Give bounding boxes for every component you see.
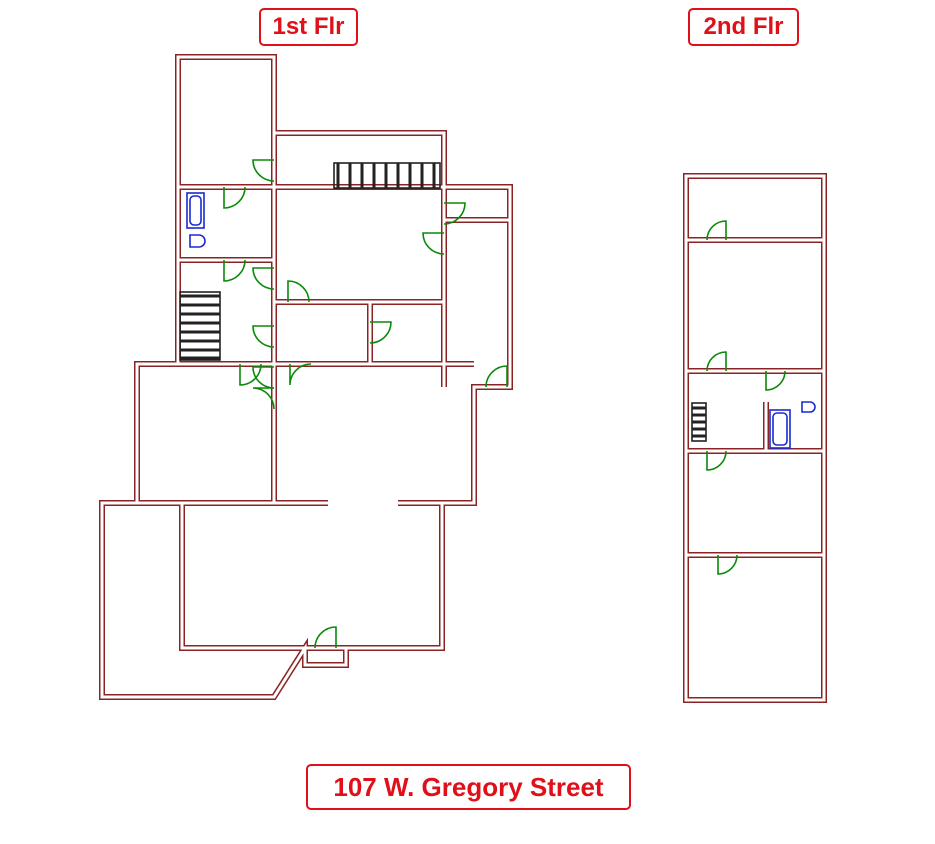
first-floor-doors [223, 159, 508, 649]
first-floor-label: 1st Flr [259, 8, 358, 46]
second-floor-toilet [801, 401, 816, 413]
second-floor-stairs [691, 402, 707, 442]
address-label: 107 W. Gregory Street [306, 764, 631, 810]
second-floor-bathtub [769, 409, 791, 449]
first-floor-stairs-upper [333, 162, 441, 189]
first-floor-toilet [189, 234, 206, 248]
first-floor-stairs-lower [179, 291, 221, 361]
second-floor-label: 2nd Flr [688, 8, 799, 46]
first-floor-walls [102, 57, 510, 697]
first-floor-bathtub [186, 192, 205, 229]
second-floor-doors [706, 220, 786, 575]
